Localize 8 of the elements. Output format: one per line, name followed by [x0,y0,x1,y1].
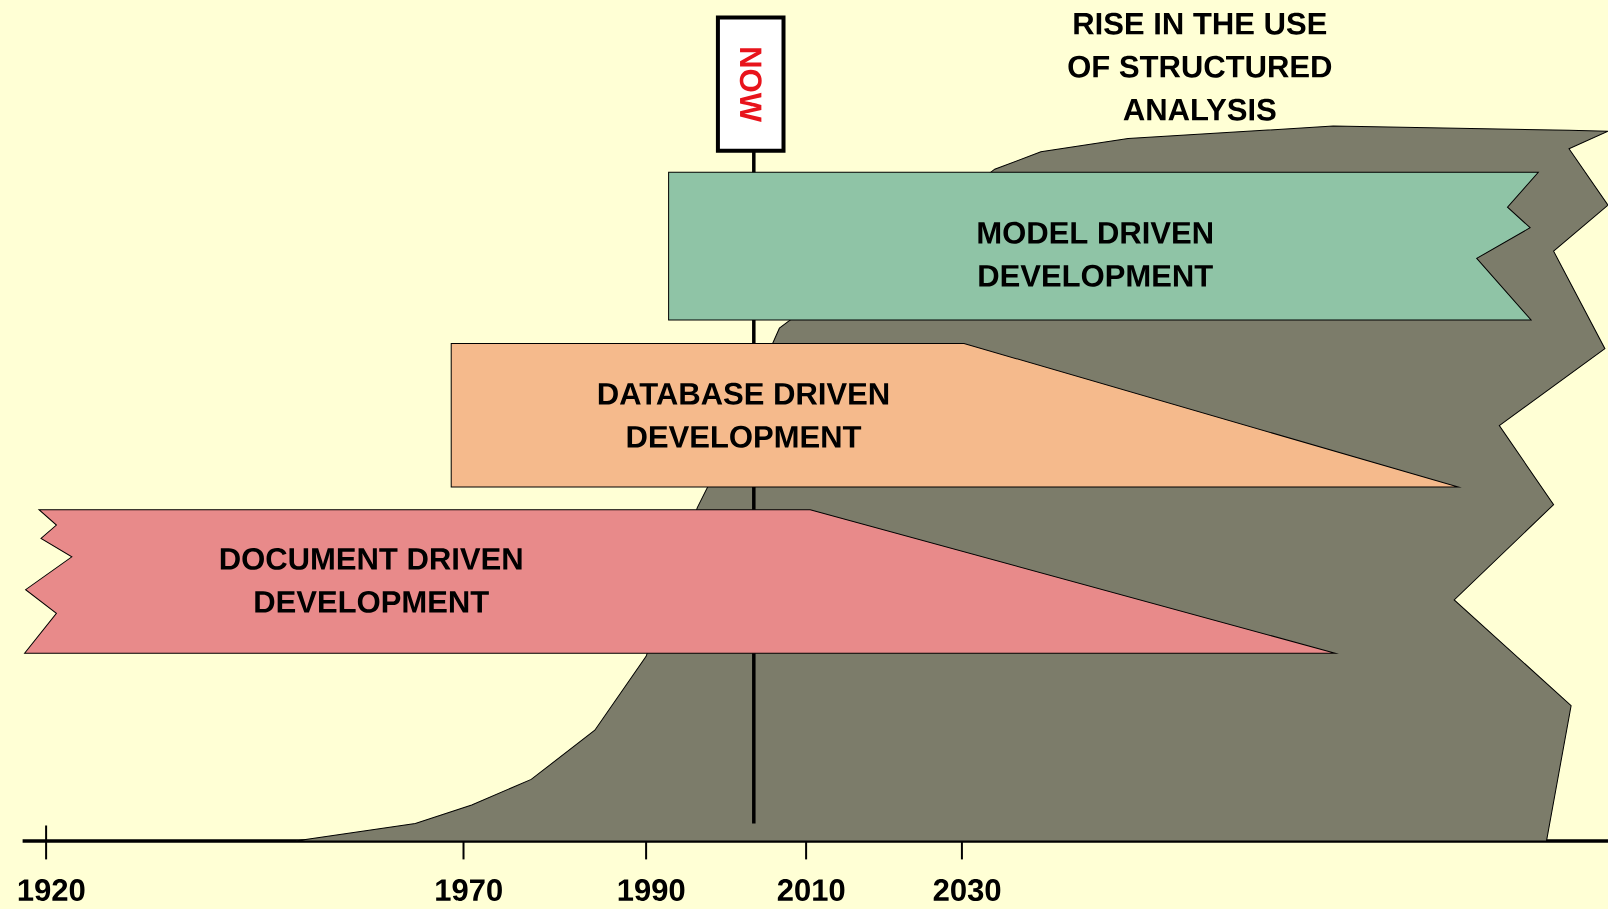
now-sign: NOW [715,15,786,153]
year-label: 1920 [18,879,85,902]
banner: DOCUMENT DRIVEN DEVELOPMENT [24,509,1336,654]
node-label: RISE IN THE USE OF STRUCTURED ANALYSIS [1068,12,1332,121]
year-label: 1970 [436,879,502,902]
year-label: 2010 [777,879,845,902]
year-label: 1990 [618,879,685,902]
year-label: 2030 [933,879,1001,902]
